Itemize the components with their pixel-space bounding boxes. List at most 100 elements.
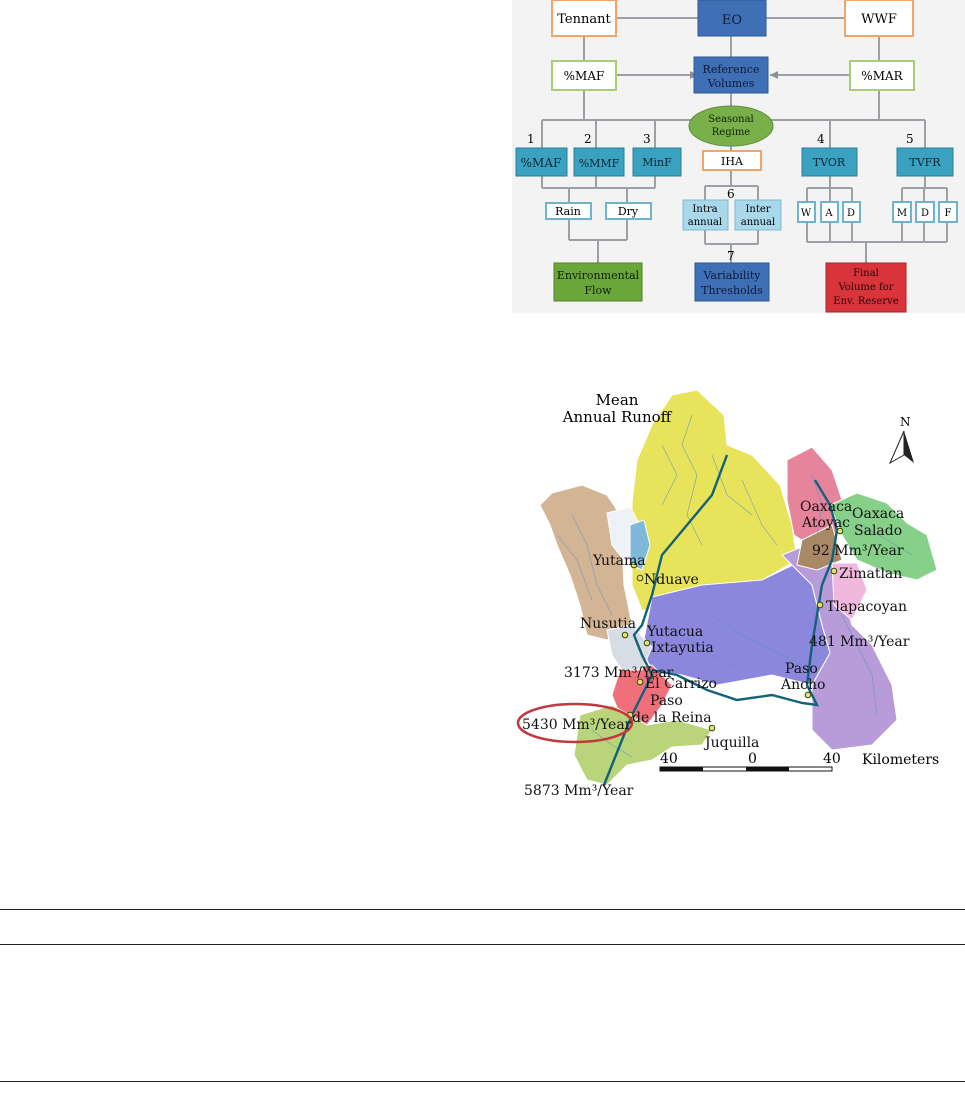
f-box — [938, 201, 958, 223]
main-river — [602, 454, 839, 786]
pct-maf-source-label: %MAF — [564, 69, 605, 83]
intra-annual-label-2: annual — [688, 217, 722, 228]
flow-diagram-svg: Tennant EO WWF %MAF Reference Volumes %M… — [515, 0, 958, 313]
reference-volumes-label-2: Volumes — [707, 77, 755, 90]
variability-thresholds-label-1: Variability — [702, 269, 761, 282]
wwf-box — [844, 0, 914, 37]
label-yutacua: Yutacua — [646, 624, 703, 640]
basin-grey — [606, 624, 653, 671]
north-arrow-icon — [888, 430, 914, 465]
variability-thresholds-label-2: Thresholds — [701, 284, 763, 297]
wwf-label: WWF — [861, 12, 897, 27]
step-number-7: 7 — [727, 249, 735, 263]
eo-label: EO — [722, 13, 742, 28]
label-paso-ancho-1: Paso — [785, 661, 818, 677]
method-tvor-label: TVOR — [813, 156, 846, 169]
seasonal-regime-ellipse — [688, 105, 774, 147]
method-tvfr-label: TVFR — [909, 156, 941, 169]
dry-label: Dry — [618, 205, 639, 218]
tributary-network — [556, 414, 913, 758]
method-tvor-box — [801, 147, 858, 177]
tennant-label: Tennant — [557, 12, 611, 27]
pct-maf-source-box — [551, 60, 617, 91]
d2-box — [915, 201, 935, 223]
basin-runoff-map: Mean Annual Runoff N Oaxaca Atoyac Oaxac… — [512, 385, 955, 800]
final-volume-label-2: Volume for — [837, 282, 893, 293]
label-oaxaca-salado-2: Salado — [854, 523, 902, 539]
reference-volumes-box — [693, 56, 769, 94]
inter-annual-label-2: annual — [741, 217, 775, 228]
inter-annual-label-1: Inter — [745, 204, 770, 215]
seasonal-regime-label-1: Seasonal — [708, 114, 753, 125]
method-minf-box — [632, 147, 682, 177]
flow-92: 92 Mm³/Year — [812, 543, 904, 559]
environmental-flow-label-2: Flow — [584, 284, 612, 297]
label-el-carrizo: El Carrizo — [645, 676, 717, 692]
environmental-flow-box — [553, 262, 643, 302]
scale-bar: 40 0 40 Kilometers — [659, 751, 939, 772]
basin-map-svg: Mean Annual Runoff N Oaxaca Atoyac Oaxac… — [516, 389, 939, 799]
flow-5430: 5430 Mm³/Year — [522, 717, 632, 733]
final-volume-label-3: Env. Reserve — [833, 296, 898, 307]
method-number-2: 2 — [584, 132, 592, 146]
rain-label: Rain — [555, 205, 581, 218]
label-nusutia: Nusutia — [580, 616, 636, 632]
basin-lightblue — [629, 519, 651, 571]
method-number-3: 3 — [643, 132, 651, 146]
method-pct-maf-label: %MAF — [521, 156, 562, 170]
label-yutama: Yutama — [592, 553, 646, 569]
pct-mar-label: %MAR — [861, 69, 903, 83]
label-paso-reina-1: Paso — [650, 693, 683, 709]
table-top-rule — [0, 909, 965, 910]
table-bottom-rule — [0, 1081, 965, 1082]
flow-labels: 92 Mm³/Year 481 Mm³/Year 3173 Mm³/Year 5… — [522, 543, 910, 799]
method-minf-label: MinF — [642, 156, 672, 169]
rain-box — [545, 202, 592, 220]
station-labels: Oaxaca Atoyac Oaxaca Salado Zimatlan Tla… — [580, 499, 907, 751]
station-markers — [621, 527, 844, 732]
method-number-1: 1 — [527, 132, 535, 146]
label-juquilla: Juquilla — [703, 735, 759, 751]
label-paso-reina-2: de la Reina — [632, 710, 712, 726]
label-oaxaca-atoyac-2: Atoyac — [801, 515, 850, 531]
w-label: W — [801, 208, 812, 219]
intra-annual-box — [682, 199, 729, 231]
step-number-6: 6 — [727, 187, 735, 201]
table-header-rule — [0, 944, 965, 945]
label-oaxaca-salado-1: Oaxaca — [852, 506, 904, 522]
m-label: M — [897, 208, 907, 219]
iha-box — [702, 150, 762, 171]
eo-box — [697, 0, 767, 37]
inter-annual-box — [734, 199, 782, 231]
tennant-box — [551, 0, 617, 37]
basin-olive — [573, 704, 713, 786]
method-number-4: 4 — [817, 132, 825, 146]
scale-right-label: 40 — [823, 751, 841, 767]
flow-3173: 3173 Mm³/Year — [564, 665, 674, 681]
iha-label: IHA — [721, 155, 744, 168]
label-oaxaca-atoyac-1: Oaxaca — [800, 499, 852, 515]
label-zimatlan: Zimatlan — [839, 566, 902, 582]
north-label: N — [900, 415, 911, 429]
label-nduave: Nduave — [644, 572, 699, 588]
w-box — [797, 201, 816, 223]
intra-annual-label-1: Intra — [692, 204, 717, 215]
a-label: A — [824, 208, 833, 219]
label-ixtayutia: Ixtayutia — [651, 640, 714, 656]
flow-481: 481 Mm³/Year — [809, 634, 910, 650]
method-number-5: 5 — [906, 132, 914, 146]
flow-5873: 5873 Mm³/Year — [524, 783, 634, 799]
basin-green-east — [829, 492, 938, 581]
scale-mid-label: 0 — [748, 751, 757, 767]
highlight-ellipse — [516, 702, 634, 744]
a-box — [820, 201, 839, 223]
basin-lightpink — [831, 562, 868, 621]
scale-left-label: 40 — [660, 751, 678, 767]
f-label: F — [945, 208, 952, 219]
m-box — [892, 201, 912, 223]
d-box — [842, 201, 861, 223]
method-pct-mmf-label: %MMF — [579, 157, 620, 170]
method-pct-mmf-box — [573, 147, 625, 177]
environmental-flow-label-1: Environmental — [557, 269, 640, 282]
reference-volumes-label-1: Reference — [703, 63, 760, 76]
